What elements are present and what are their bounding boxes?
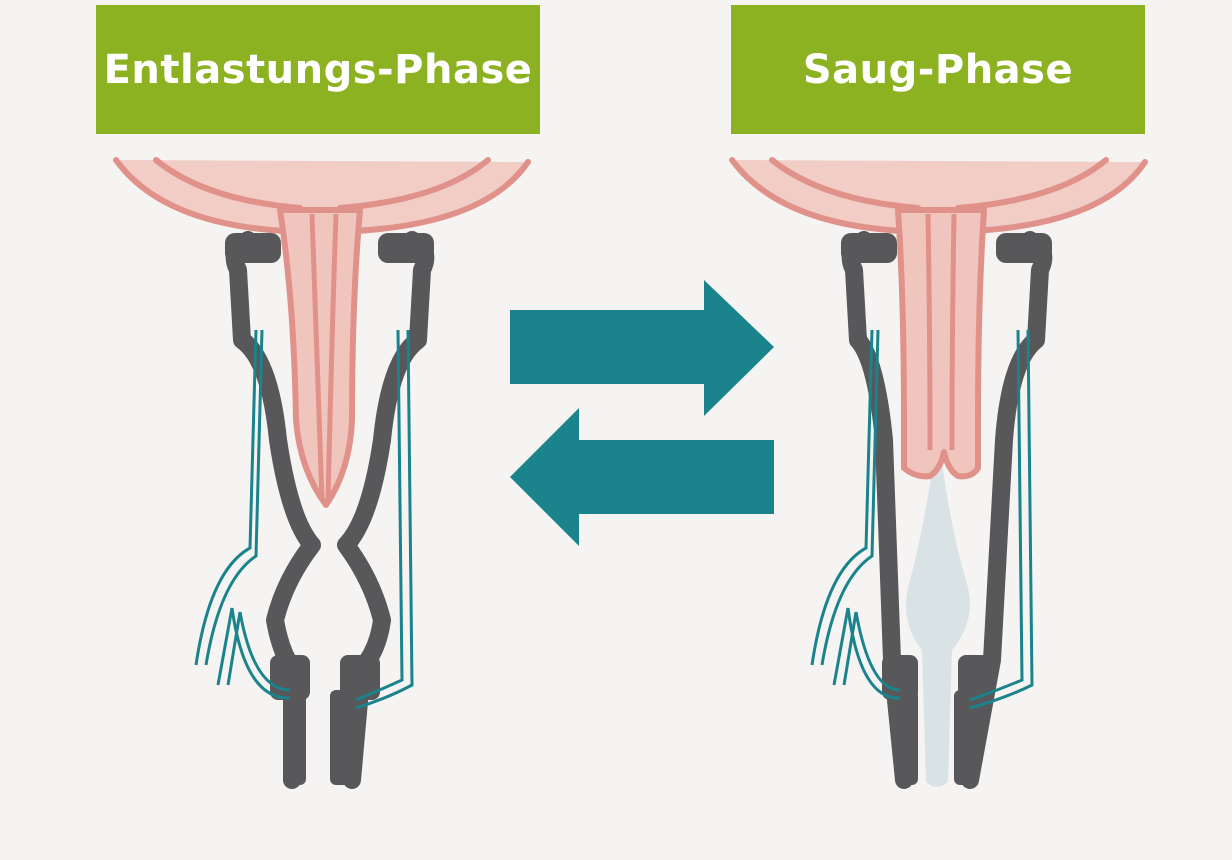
tubes-left — [194, 329, 414, 710]
udder-base-left — [116, 160, 528, 232]
milk-flow — [906, 430, 970, 787]
udder-inner-line-left-b — [337, 157, 491, 211]
teat-left-center-line-b — [325, 213, 339, 501]
teat-right-center-line — [925, 213, 933, 451]
teat-right-center-line-b — [949, 213, 957, 451]
relief-phase-label: Entlastungs-Phase — [96, 5, 540, 134]
teat-right — [895, 207, 987, 480]
arrow-left-icon — [510, 408, 774, 546]
liner-left — [225, 231, 435, 789]
udder-inner-line-right-b — [955, 157, 1109, 211]
relief-phase-label-text: Entlastungs-Phase — [103, 46, 533, 93]
tubes-right — [810, 329, 1034, 710]
teat-left — [277, 207, 363, 508]
relief-phase-teatcup — [113, 157, 531, 789]
udder-inner-line-right-a — [769, 157, 921, 211]
suction-phase-label-text: Saug-Phase — [802, 46, 1074, 93]
liner-right-collar — [841, 233, 1052, 785]
suction-phase-teatcup — [729, 157, 1148, 789]
suction-phase-label: Saug-Phase — [731, 5, 1145, 134]
udder-inner-line-left-a — [153, 157, 303, 211]
teat-left-center-line — [309, 213, 325, 501]
arrow-right-icon — [510, 280, 774, 416]
udder-base-right — [732, 160, 1145, 232]
